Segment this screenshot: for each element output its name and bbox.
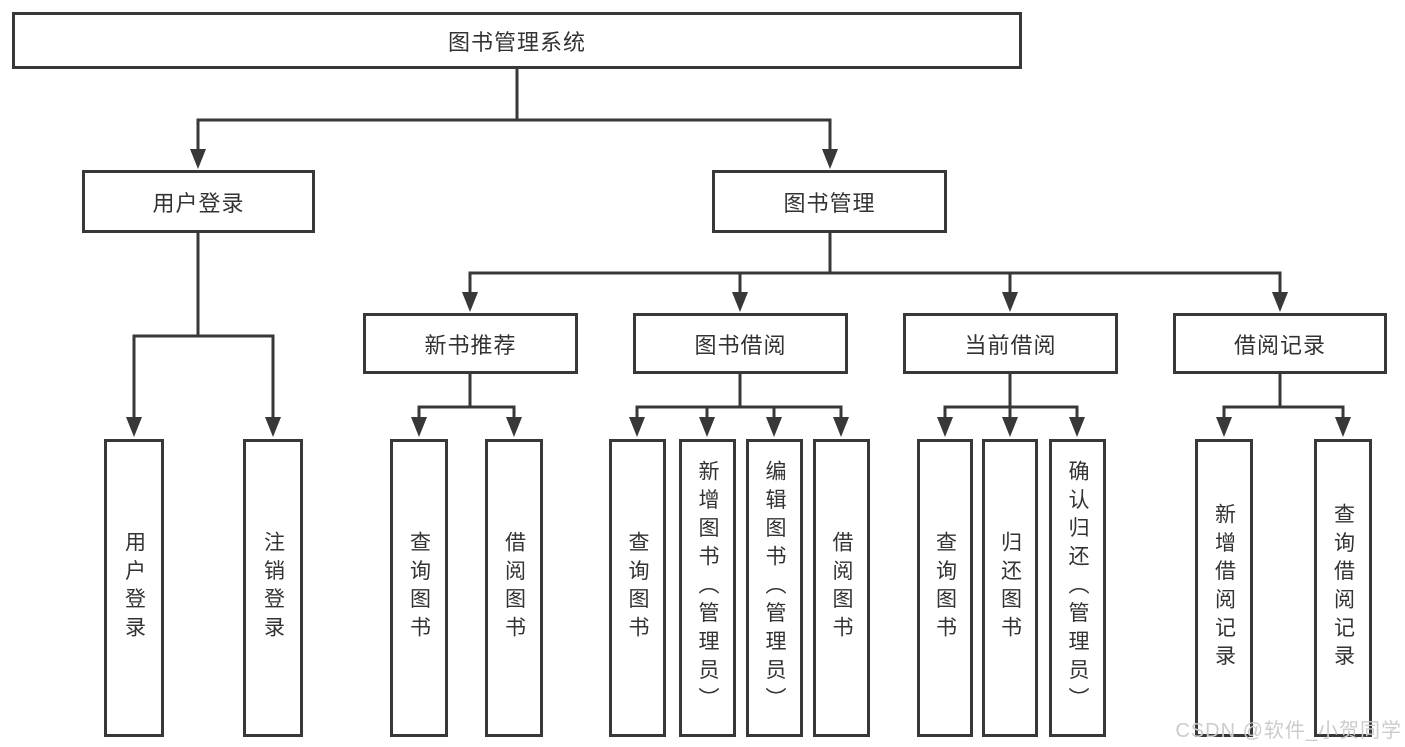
node-book-management: 图书管理 — [712, 170, 947, 233]
node-user-login: 用户登录 — [82, 170, 315, 233]
node-borrow-records: 借阅记录 — [1173, 313, 1387, 374]
node-new-book-recommend: 新书推荐 — [363, 313, 578, 374]
leaf-records-query-record: 查询借阅记录 — [1314, 439, 1372, 737]
watermark: CSDN @软件_小贺同学 — [1175, 720, 1402, 742]
leaf-user-login: 用户登录 — [104, 439, 164, 737]
leaf-current-return-books: 归还图书 — [982, 439, 1038, 737]
leaf-records-add-record: 新增借阅记录 — [1195, 439, 1253, 737]
leaf-borrow-borrow-books: 借阅图书 — [813, 439, 870, 737]
leaf-recommend-query-books: 查询图书 — [390, 439, 448, 737]
node-library-system: 图书管理系统 — [12, 12, 1022, 69]
leaf-borrow-edit-books-admin: 编辑图书（管理员） — [746, 439, 803, 737]
leaf-recommend-borrow-books: 借阅图书 — [485, 439, 543, 737]
node-book-borrow: 图书借阅 — [633, 313, 848, 374]
leaf-logout: 注销登录 — [243, 439, 303, 737]
leaf-current-query-books: 查询图书 — [917, 439, 973, 737]
node-current-borrow: 当前借阅 — [903, 313, 1118, 374]
leaf-borrow-query-books: 查询图书 — [609, 439, 666, 737]
leaf-current-confirm-return-admin: 确认归还（管理员） — [1049, 439, 1106, 737]
leaf-borrow-add-books-admin: 新增图书（管理员） — [679, 439, 736, 737]
